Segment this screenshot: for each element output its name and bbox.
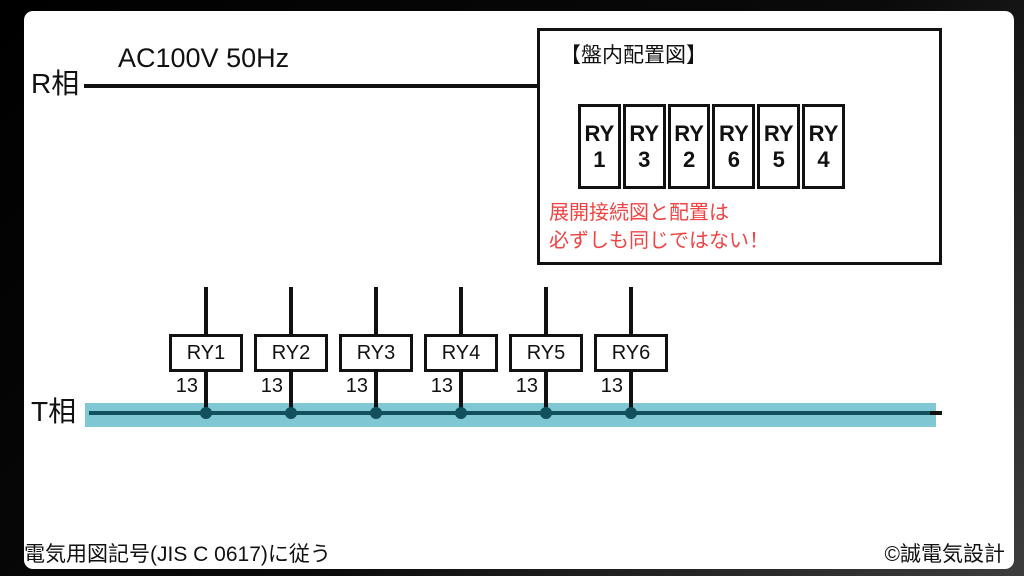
t-phase-label: T相 xyxy=(31,396,77,427)
junction-dot xyxy=(370,407,382,419)
terminal-number: 13 xyxy=(515,375,538,397)
terminal-number: 13 xyxy=(345,375,368,397)
terminal-number: 13 xyxy=(260,375,283,397)
panel-cell-label: RY xyxy=(808,121,839,147)
panel-cell-label: RY xyxy=(629,121,660,147)
panel-cell-number: 5 xyxy=(772,146,785,172)
relay-coil-box: RY6 xyxy=(594,334,668,372)
terminal-number: 13 xyxy=(430,375,453,397)
relay-coil-box: RY3 xyxy=(339,334,413,372)
relay-unit-ry2: RY2 13 xyxy=(249,287,333,427)
relay-unit-ry6: RY6 13 xyxy=(589,287,673,427)
panel-cell-label: RY xyxy=(674,121,704,147)
panel-cell-number: 1 xyxy=(593,146,606,172)
relay-coil-box: RY5 xyxy=(509,334,583,372)
panel-cell-label: RY xyxy=(763,121,794,147)
r-phase-label: R相 xyxy=(31,68,80,99)
panel-cell-number: 6 xyxy=(727,146,741,172)
terminal-number: 13 xyxy=(175,375,198,397)
relay-unit-ry4: RY4 13 xyxy=(419,287,503,427)
panel-warning-line2: 必ずしも同じではない！ xyxy=(549,230,769,252)
relay-coil-box: RY4 xyxy=(424,334,498,372)
copyright-credit: ©誠電気設計 xyxy=(884,543,1005,566)
relay-unit-ry1: RY1 13 xyxy=(164,287,248,427)
junction-dot xyxy=(625,407,637,419)
relay-coil-box: RY2 xyxy=(254,334,328,372)
panel-layout-title: 【盤内配置図】 xyxy=(560,44,707,67)
t-phase-wire xyxy=(89,411,932,415)
junction-dot xyxy=(455,407,467,419)
t-phase-wire-end xyxy=(930,411,942,415)
panel-cell-label: RY xyxy=(584,121,615,147)
terminal-number: 13 xyxy=(600,375,623,397)
supply-voltage-label: AC100V 50Hz xyxy=(118,43,290,73)
panel-cell-number: 2 xyxy=(682,146,696,172)
junction-dot xyxy=(285,407,297,419)
junction-dot xyxy=(200,407,212,419)
panel-cell-number: 3 xyxy=(638,146,651,172)
r-phase-wire xyxy=(84,84,537,88)
standard-reference-note: 電気用図記号(JIS C 0617)に従う xyxy=(24,543,331,566)
relay-unit-ry5: RY5 13 xyxy=(504,287,588,427)
panel-cell-number: 4 xyxy=(817,146,830,172)
relay-unit-ry3: RY3 13 xyxy=(334,287,418,427)
relay-coil-box: RY1 xyxy=(169,334,243,372)
t-phase-highlight-band xyxy=(85,403,936,427)
panel-warning-line1: 展開接続図と配置は xyxy=(549,202,729,224)
panel-warning-note: 展開接続図と配置は 必ずしも同じではない！ xyxy=(549,199,769,255)
panel-cell-label: RY xyxy=(719,121,749,147)
junction-dot xyxy=(540,407,552,419)
